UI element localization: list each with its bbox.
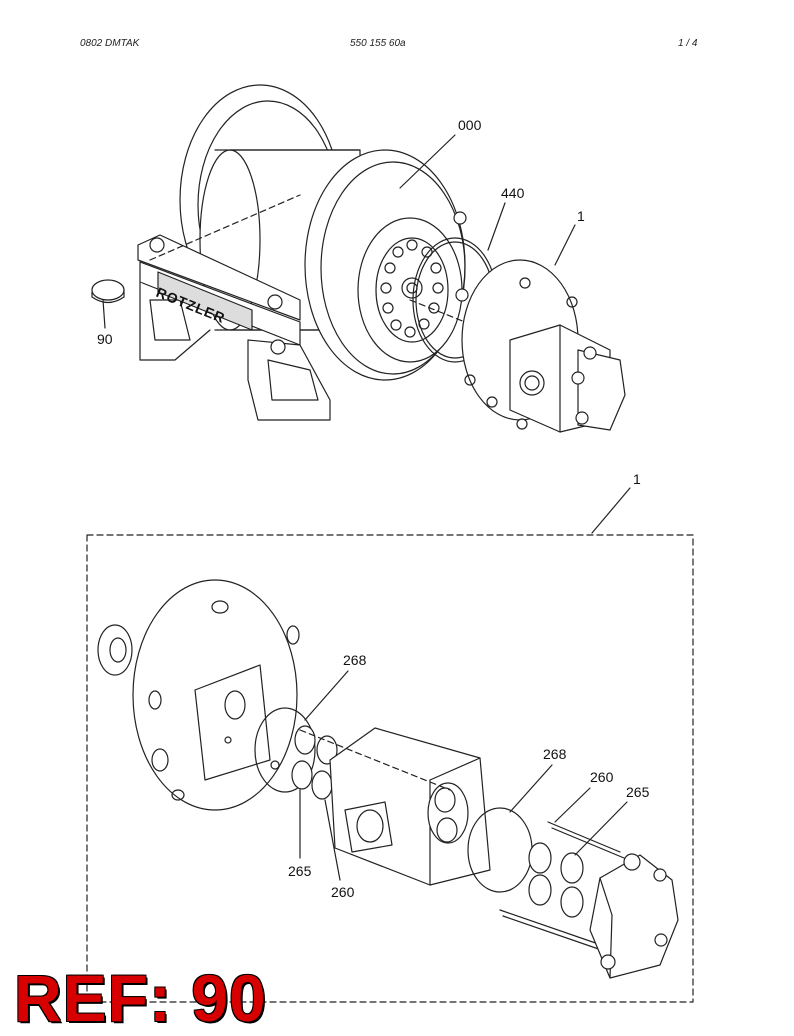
plug-90 (91, 279, 125, 304)
detail-pump-body (329, 727, 491, 886)
ref-label: REF: 90 (14, 961, 267, 1035)
callout-000: 000 (458, 117, 482, 133)
bolt-circle (380, 239, 444, 338)
washer (97, 624, 133, 676)
detail-flange (132, 579, 300, 811)
callout-265-right: 265 (626, 784, 650, 800)
page-indicator: 1 / 4 (678, 38, 698, 49)
callout-1-bottom: 1 (633, 471, 641, 487)
callout-440: 440 (501, 185, 525, 201)
callout-265-left: 265 (288, 863, 312, 879)
callout-268-left: 268 (343, 652, 367, 668)
callout-260-left: 260 (331, 884, 355, 900)
seal-rings-right (528, 842, 584, 918)
callout-90: 90 (97, 331, 113, 347)
callout-268-right: 268 (543, 746, 567, 762)
part-number: 550 155 60a (350, 38, 406, 49)
detail-frame (86, 534, 694, 1003)
callout-1-top: 1 (577, 208, 585, 224)
detail-end-cover (589, 853, 679, 979)
winch-assembly (137, 84, 561, 421)
doc-code: 0802 DMTAK (80, 38, 140, 49)
callout-260-right: 260 (590, 769, 614, 785)
gear-pump (509, 324, 626, 433)
